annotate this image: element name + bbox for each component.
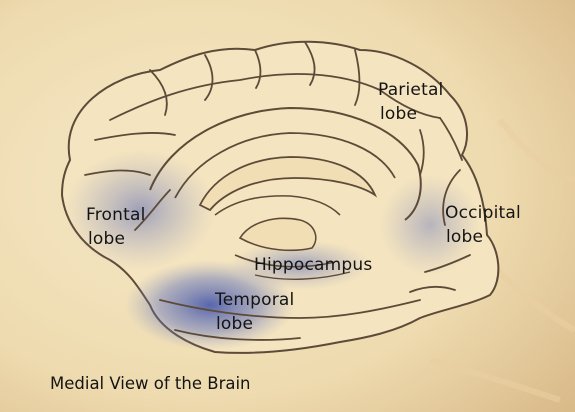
hippocampus-label: Hippocampus	[254, 255, 372, 276]
parietal-label-line1: Parietal	[378, 80, 443, 101]
frontal-label-line1: Frontal	[86, 205, 146, 226]
occipital-label-line2: lobe	[446, 227, 483, 248]
temporal-label-line2: lobe	[216, 314, 253, 335]
occipital-shading	[380, 175, 480, 275]
figure-caption: Medial View of the Brain	[50, 374, 251, 393]
temporal-label-line1: Temporal	[215, 290, 294, 311]
parietal-label-line2: lobe	[380, 104, 417, 125]
frontal-label-line2: lobe	[88, 229, 125, 250]
occipital-label-line1: Occipital	[445, 203, 521, 224]
